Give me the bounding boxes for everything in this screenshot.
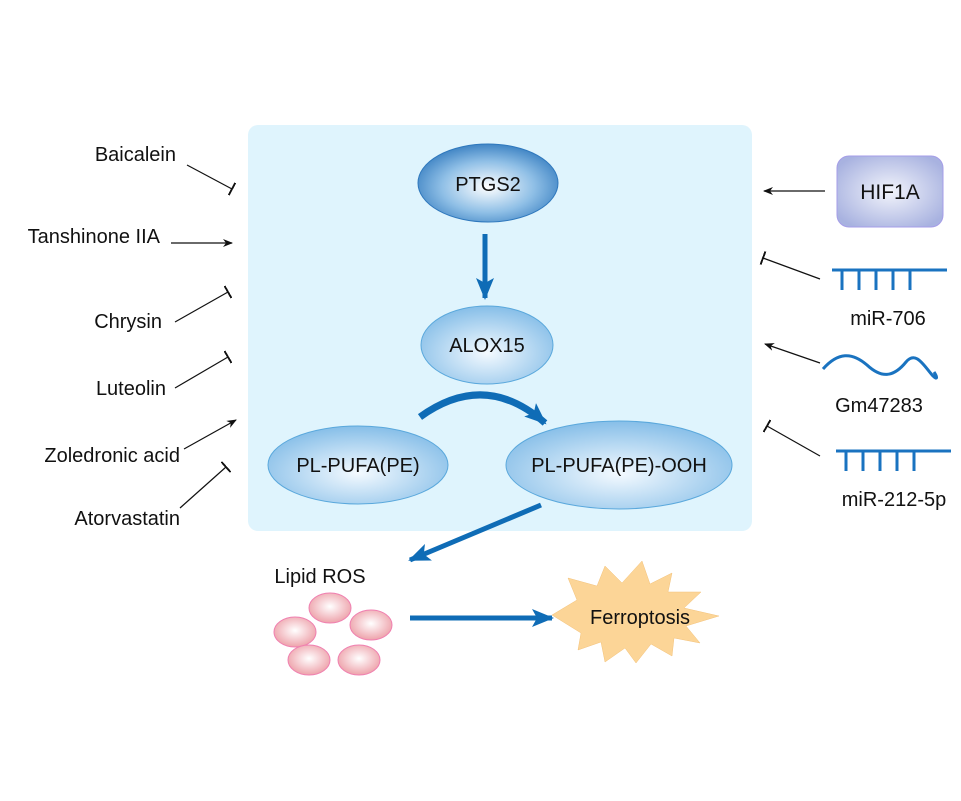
ros-droplet bbox=[273, 616, 317, 648]
right-regulator-mir-212-5p[interactable]: miR-212-5p bbox=[762, 419, 951, 511]
atorvastatin-label: Atorvastatin bbox=[74, 508, 180, 530]
node-pl-pufa-pe-ooh[interactable]: PL-PUFA(PE)-OOH bbox=[505, 420, 733, 510]
ptgs2-label: PTGS2 bbox=[455, 174, 521, 196]
inhibit-line-icon bbox=[174, 285, 233, 323]
ooh-to-lipid-ros-arrow bbox=[408, 502, 542, 563]
zoledronic-acid-label: Zoledronic acid bbox=[44, 445, 180, 467]
mir-212-5p-label: miR-212-5p bbox=[842, 489, 946, 511]
hif1a-box bbox=[836, 155, 944, 228]
node-ferroptosis[interactable]: Ferroptosis bbox=[551, 560, 720, 664]
node-alox15[interactable]: ALOX15 bbox=[420, 305, 554, 385]
inhibit-line-icon bbox=[179, 461, 232, 509]
left-regulator-tanshinone-iia[interactable]: Tanshinone IIA bbox=[28, 226, 233, 248]
hif1a-label: HIF1A bbox=[860, 181, 920, 204]
left-regulator-baicalein[interactable]: Baicalein bbox=[95, 144, 237, 196]
starburst-icon bbox=[551, 560, 720, 664]
baicalein-label: Baicalein bbox=[95, 144, 176, 166]
lipid-ros-label: Lipid ROS bbox=[274, 566, 365, 588]
mirna-comb-icon bbox=[832, 268, 947, 290]
left-regulator-atorvastatin[interactable]: Atorvastatin bbox=[74, 461, 232, 530]
node-ptgs2[interactable]: PTGS2 bbox=[417, 143, 559, 223]
right-regulator-gm47283[interactable]: Gm47283 bbox=[764, 343, 938, 417]
pl-pufa-pe-label: PL-PUFA(PE) bbox=[296, 455, 419, 477]
gm47283-label: Gm47283 bbox=[835, 395, 923, 417]
mirna-comb-icon bbox=[836, 449, 951, 471]
pl-pufa-pe-ooh-label: PL-PUFA(PE)-OOH bbox=[531, 455, 707, 477]
left-regulator-zoledronic-acid[interactable]: Zoledronic acid bbox=[44, 419, 237, 467]
right-regulator-mir-706[interactable]: miR-706 bbox=[759, 251, 947, 330]
chrysin-label: Chrysin bbox=[94, 311, 162, 333]
node-pl-pufa-pe[interactable]: PL-PUFA(PE) bbox=[267, 425, 449, 505]
mir-706-label: miR-706 bbox=[850, 308, 926, 330]
inhibit-line-icon bbox=[174, 350, 233, 389]
ros-droplet bbox=[308, 592, 352, 624]
lncrna-wave-icon bbox=[821, 354, 938, 380]
tanshinone-iia-label: Tanshinone IIA bbox=[28, 226, 161, 248]
lipid-ros-droplets-icon bbox=[273, 592, 393, 676]
inhibit-line-icon bbox=[186, 164, 237, 196]
activate-arrow-icon bbox=[764, 343, 821, 364]
inhibit-line-icon bbox=[762, 419, 821, 457]
activate-arrow-icon bbox=[183, 419, 237, 450]
conversion-curved-arrow bbox=[417, 391, 548, 426]
left-regulator-chrysin[interactable]: Chrysin bbox=[94, 285, 233, 333]
luteolin-label: Luteolin bbox=[96, 378, 166, 400]
alox15-label: ALOX15 bbox=[449, 335, 525, 357]
ros-droplet bbox=[349, 609, 393, 641]
ferroptosis-label: Ferroptosis bbox=[590, 607, 690, 629]
ros-droplet bbox=[337, 644, 381, 676]
ros-droplet bbox=[287, 644, 331, 676]
left-regulator-luteolin[interactable]: Luteolin bbox=[96, 350, 233, 400]
inhibit-line-icon bbox=[759, 251, 821, 280]
right-regulator-hif1a[interactable]: HIF1A bbox=[763, 155, 944, 228]
